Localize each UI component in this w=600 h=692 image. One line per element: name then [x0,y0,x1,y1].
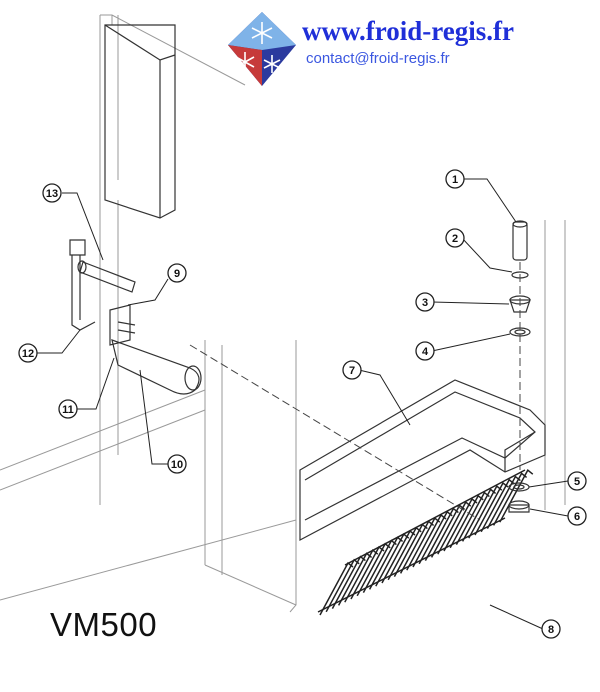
callout-13: 13 [42,183,62,203]
callout-circle [18,343,38,363]
callout-number: 13 [46,188,58,200]
callout-number: 8 [548,624,554,636]
upper-housing [104,24,176,219]
callout-number: 4 [422,346,429,358]
callout-number: 1 [452,174,458,186]
callout-1: 1 [445,169,465,189]
callout-circle [445,228,465,248]
logo-snowflake-icon [228,12,296,86]
callout-circle [167,454,187,474]
callout-3: 3 [415,292,435,312]
callout-number: 12 [22,348,34,360]
callout-2: 2 [445,228,465,248]
callout-circle [415,341,435,361]
grid-rack [317,469,534,616]
callout-number: 3 [422,297,428,309]
callout-number: 5 [574,476,580,488]
callout-9: 9 [167,263,187,283]
callout-circle [567,506,587,526]
drip-tray [299,379,546,541]
callout-circle [342,360,362,380]
contact-email[interactable]: contact@froid-regis.fr [306,50,450,67]
leader-lines [37,178,569,630]
cabinet-walls [0,14,566,613]
callout-5: 5 [567,471,587,491]
callout-circle [58,399,78,419]
website-url[interactable]: www.froid-regis.fr [302,16,514,46]
callout-12: 12 [18,343,38,363]
model-label: VM500 [50,606,158,643]
rack-bar [317,469,526,613]
callout-10: 10 [167,454,187,474]
callout-circle [567,471,587,491]
callout-circle [445,169,465,189]
callout-4: 4 [415,341,435,361]
left-assembly [69,239,202,395]
callout-number: 2 [452,233,458,245]
callout-number: 9 [174,268,180,280]
callout-circle [42,183,62,203]
callout-number: 11 [62,404,74,416]
callout-circle [415,292,435,312]
callout-number: 10 [171,459,183,471]
callout-number: 6 [574,511,580,523]
callout-7: 7 [342,360,362,380]
center-lines [189,262,521,521]
callout-circle [541,619,561,639]
callout-11: 11 [58,399,78,419]
callout-8: 8 [541,619,561,639]
callout-number: 7 [349,365,355,377]
callout-circle [167,263,187,283]
callout-6: 6 [567,506,587,526]
